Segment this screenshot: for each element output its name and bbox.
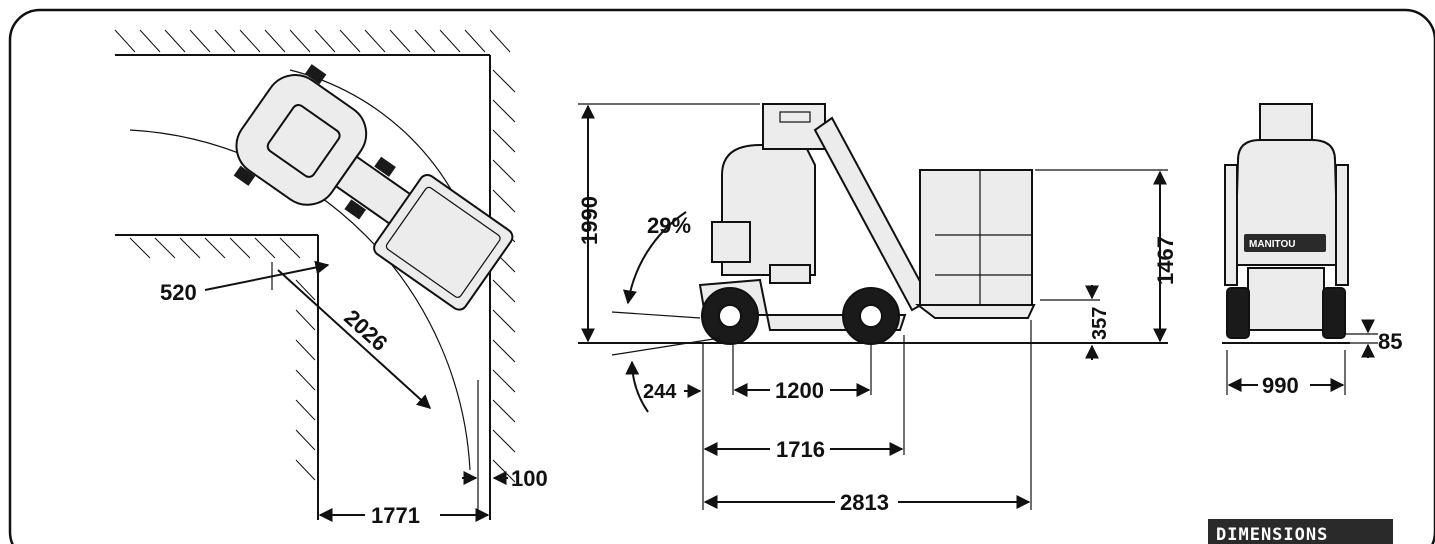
brand-logo: MANITOU (1249, 239, 1295, 250)
platform-floor-label: 357 (1089, 307, 1111, 340)
turn-outer-radius-label: 2026 (339, 305, 392, 356)
top-wall-hatch (114, 29, 511, 53)
gradeability-label: 29% (647, 213, 691, 238)
outer-turn-arc (129, 129, 471, 471)
top-view: 520 2026 1771 100 (114, 29, 548, 528)
platform-height-label: 1467 (1153, 236, 1178, 285)
machine-top (233, 64, 514, 311)
width-label: 990 (1262, 373, 1299, 398)
aisle-width-label: 1771 (371, 503, 420, 528)
right-wall-hatch (492, 69, 516, 483)
inner-wall-hatch (129, 237, 316, 481)
diagram-frame (8, 8, 1435, 544)
section-tag-label: DIMENSIONS (1216, 525, 1328, 544)
side-view: 1990 29% 1467 357 (577, 103, 1178, 515)
wall-clearance-label: 100 (511, 466, 548, 491)
length-total-label: 2813 (840, 490, 889, 515)
turn-inner-radius-label: 520 (160, 280, 197, 305)
ground-clearance-label: 85 (1378, 329, 1402, 354)
section-tag: DIMENSIONS (1208, 519, 1393, 544)
overhang-front-label: 244 (643, 381, 677, 403)
max-height-label: 1990 (577, 196, 602, 245)
front-view: MANITOU 990 85 (1222, 103, 1402, 398)
wheelbase-label: 1200 (775, 378, 824, 403)
length-chassis-label: 1716 (776, 437, 825, 462)
